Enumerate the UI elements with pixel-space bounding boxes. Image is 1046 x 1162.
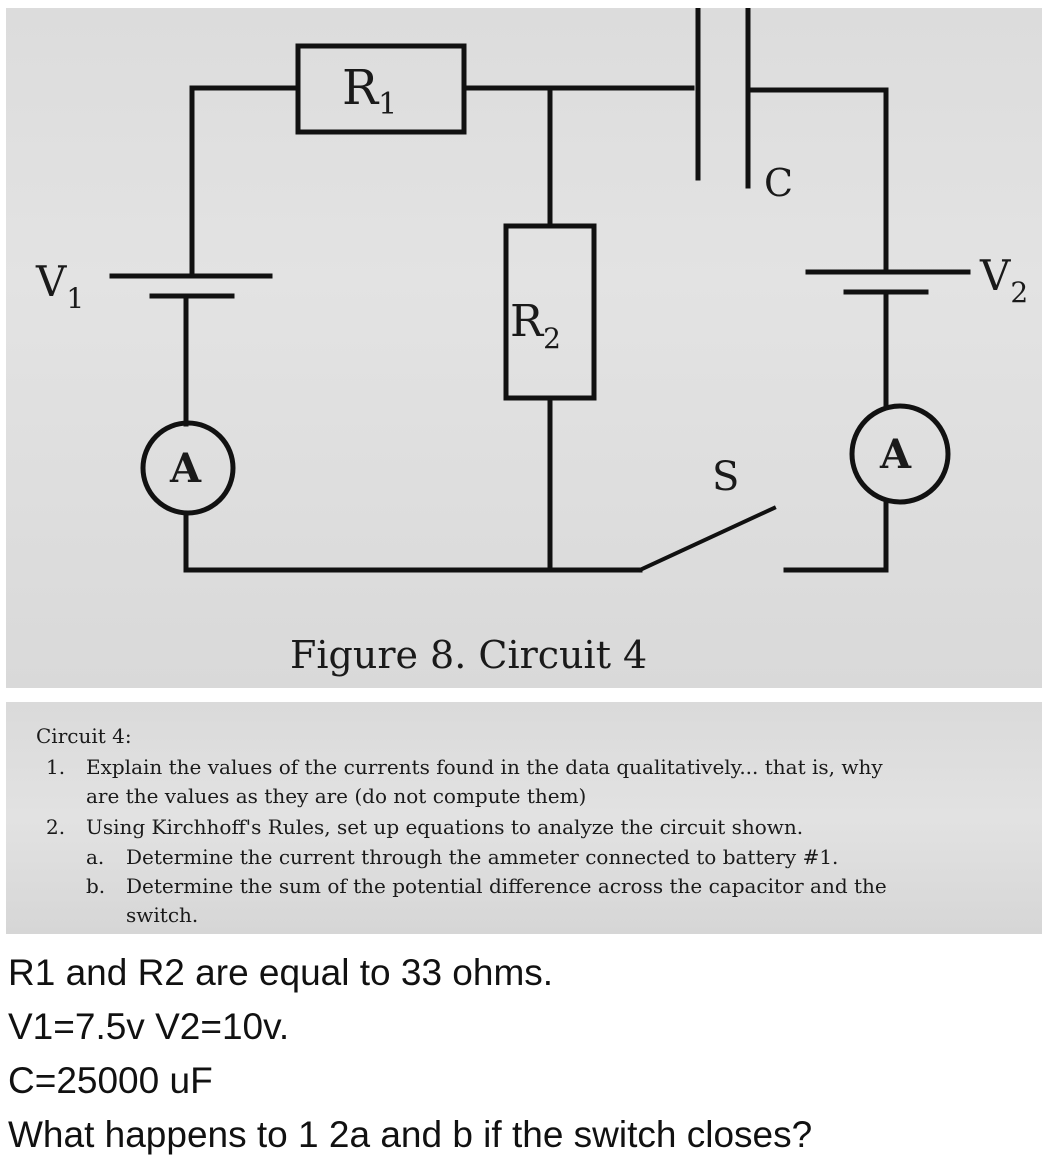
- sub-question-text: Determine the sum of the potential diffe…: [126, 874, 887, 927]
- wire-bottom: [183, 510, 643, 573]
- typed-line: V1=7.5v V2=10v.: [8, 1006, 290, 1047]
- wire-cap-right: [747, 87, 889, 273]
- label-ammeter-right: A: [879, 431, 912, 478]
- label-capacitor: C: [764, 161, 793, 205]
- circuit-figure-photo: R1 R2 C V1 V2 A A S Figure 8. Circuit 4: [6, 8, 1042, 688]
- questions-photo: Circuit 4: 1. Explain the values of the …: [6, 702, 1042, 934]
- question-text: Using Kirchhoff's Rules, set up equation…: [86, 815, 804, 839]
- question-number: 1.: [46, 755, 66, 779]
- label-r1: R1: [342, 60, 397, 122]
- label-r2: R2: [510, 296, 561, 355]
- typed-question-text: R1 and R2 are equal to 33 ohms. V1=7.5v …: [8, 946, 1038, 1162]
- ammeter-right: [849, 403, 951, 505]
- label-switch: S: [712, 454, 739, 500]
- label-ammeter-left: A: [169, 445, 202, 492]
- sub-question-text: Determine the current through the ammete…: [126, 845, 839, 869]
- label-v2: V2: [979, 251, 1028, 309]
- typed-line: C=25000 uF: [8, 1060, 213, 1101]
- switch-blade: [637, 505, 777, 573]
- resistor-r1: [295, 43, 467, 135]
- sub-question-letter: a.: [86, 845, 105, 869]
- label-v1: V1: [35, 257, 84, 315]
- typed-line: What happens to 1 2a and b if the switch…: [8, 1114, 813, 1155]
- resistor-r2: [503, 223, 597, 401]
- ammeter-left: [140, 420, 236, 516]
- sub-question-letter: b.: [86, 874, 106, 898]
- typed-line: R1 and R2 are equal to 33 ohms.: [8, 952, 554, 993]
- question-number: 2.: [46, 815, 66, 839]
- figure-caption: Figure 8. Circuit 4: [290, 633, 647, 677]
- circuit-diagram: R1 R2 C V1 V2 A A S Figure 8. Circuit 4: [35, 8, 1028, 677]
- wire-left-top: [189, 85, 301, 277]
- questions-heading: Circuit 4:: [36, 724, 132, 748]
- wire-right-bottom: [783, 500, 889, 573]
- question-text: Explain the values of the currents found…: [86, 755, 883, 808]
